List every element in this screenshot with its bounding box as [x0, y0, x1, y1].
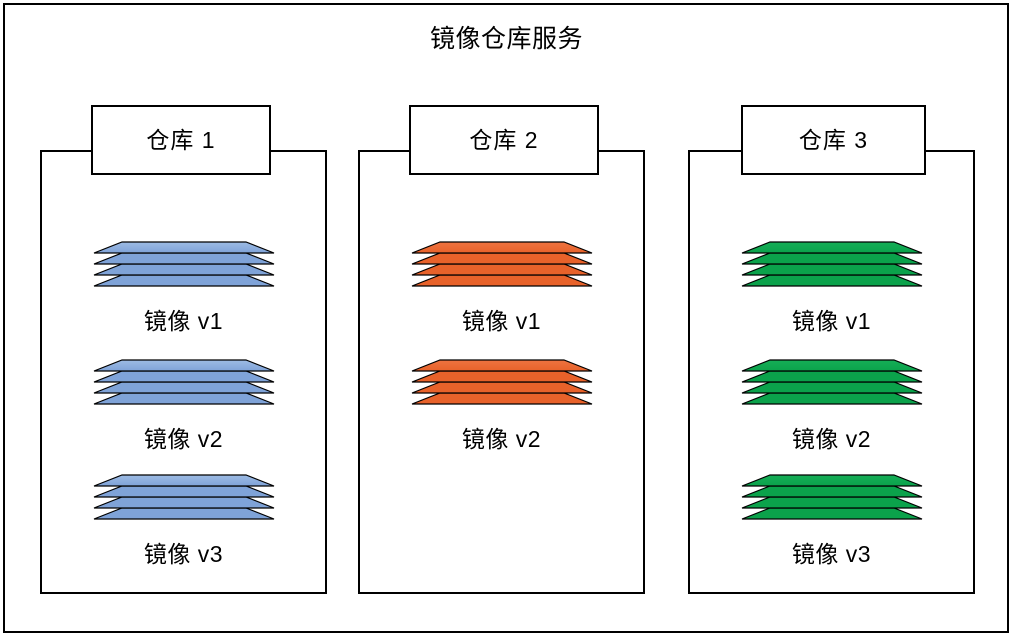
repository-header-label: 仓库 1 — [146, 127, 216, 153]
image-layer-stack-icon — [741, 241, 922, 298]
repository-header-1[interactable]: 仓库 1 — [91, 105, 271, 175]
repository-2[interactable]: 仓库 2 镜像 v1 镜像 v2 — [358, 105, 645, 594]
repository-header-3[interactable]: 仓库 3 — [741, 105, 926, 175]
image-layer-stack-icon — [93, 241, 274, 298]
repository-header-label: 仓库 2 — [469, 127, 539, 153]
image-item-repo-1-2[interactable]: 镜像 v2 — [40, 359, 327, 454]
image-label: 镜像 v3 — [143, 541, 224, 567]
image-label: 镜像 v1 — [791, 308, 872, 334]
image-label: 镜像 v2 — [791, 426, 872, 452]
image-item-repo-2-2[interactable]: 镜像 v2 — [358, 359, 645, 454]
image-layer-stack-icon — [741, 359, 922, 416]
image-item-repo-3-2[interactable]: 镜像 v2 — [688, 359, 975, 454]
image-label: 镜像 v3 — [791, 541, 872, 567]
image-item-repo-2-1[interactable]: 镜像 v1 — [358, 241, 645, 336]
repository-header-label: 仓库 3 — [798, 127, 869, 153]
image-item-repo-1-3[interactable]: 镜像 v3 — [40, 474, 327, 569]
image-label: 镜像 v1 — [461, 308, 542, 334]
image-item-repo-3-3[interactable]: 镜像 v3 — [688, 474, 975, 569]
image-layer-stack-icon — [411, 241, 592, 298]
image-label: 镜像 v2 — [461, 426, 542, 452]
repository-3[interactable]: 仓库 3 镜像 v1 镜像 v2 镜像 v3 — [688, 105, 975, 594]
image-layer-stack-icon — [741, 474, 922, 531]
image-label: 镜像 v1 — [143, 308, 224, 334]
image-item-repo-3-1[interactable]: 镜像 v1 — [688, 241, 975, 336]
image-item-repo-1-1[interactable]: 镜像 v1 — [40, 241, 327, 336]
page-title: 镜像仓库服务 — [429, 25, 583, 53]
image-layer-stack-icon — [93, 474, 274, 531]
repository-1[interactable]: 仓库 1 镜像 v1 镜像 v2 镜像 v3 — [40, 105, 327, 594]
image-layer-stack-icon — [93, 359, 274, 416]
repository-header-2[interactable]: 仓库 2 — [409, 105, 599, 175]
image-label: 镜像 v2 — [143, 426, 224, 452]
image-layer-stack-icon — [411, 359, 592, 416]
